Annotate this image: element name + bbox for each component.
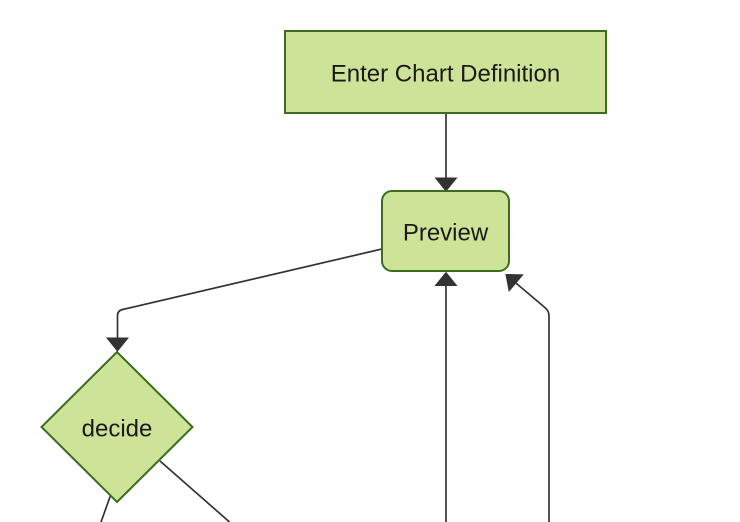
node-enter-chart-definition: Enter Chart Definition	[284, 30, 607, 114]
edge-bottom-right-to-preview	[512, 280, 550, 522]
enter-chart-definition-label: Enter Chart Definition	[331, 61, 560, 88]
decide-label: decide	[82, 416, 153, 443]
decide-diamond	[40, 350, 194, 504]
preview-box	[381, 190, 510, 272]
node-preview: Preview	[381, 190, 510, 272]
edge-decide-to-bottom-left	[100, 495, 112, 522]
arrowhead-preview-to-decide	[105, 337, 130, 352]
preview-label: Preview	[403, 220, 489, 247]
arrowhead-bottom-to-preview	[434, 271, 458, 286]
edge-layer	[100, 113, 550, 522]
enter-chart-definition-box	[284, 30, 607, 114]
arrowhead-enter-to-preview	[434, 177, 458, 192]
node-decide: decide	[40, 350, 194, 504]
edge-preview-to-decide	[116, 248, 383, 338]
arrowhead-bottom-right-to-preview	[505, 273, 524, 293]
node-layer: Enter Chart Definition Preview decide	[40, 30, 607, 504]
edge-decide-to-bottom-right	[159, 460, 231, 522]
